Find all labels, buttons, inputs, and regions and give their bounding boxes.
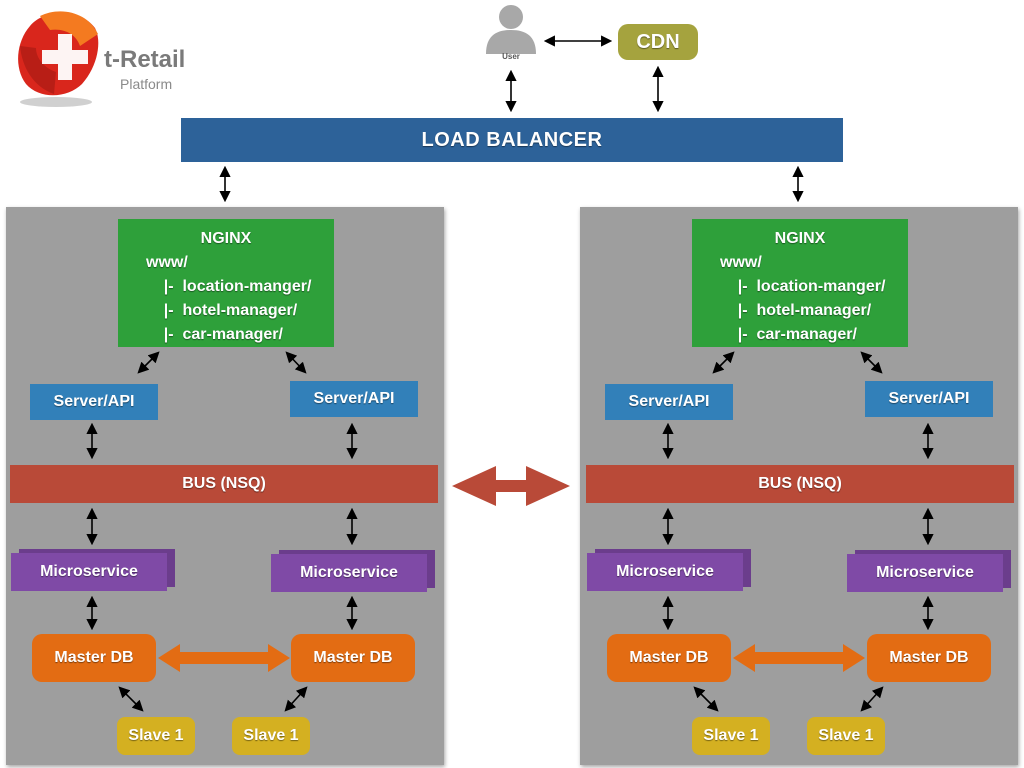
microservice-box: Microservice <box>11 553 167 591</box>
microservice-box: Microservice <box>271 554 427 592</box>
arrow-nginx-api <box>285 351 307 374</box>
master-db: Master DB <box>867 634 991 682</box>
arrow-nginx-api <box>137 351 160 374</box>
nginx-line: www/ <box>146 254 188 271</box>
logo: t-Retail Platform <box>8 6 198 110</box>
nginx-line: |- location-manger/ <box>720 278 886 295</box>
arrow-master-slave <box>118 686 144 712</box>
master-db: Master DB <box>607 634 731 682</box>
nginx-line: |- car-manager/ <box>146 326 283 343</box>
server-api-box: Server/API <box>290 381 418 417</box>
nginx-line: |- hotel-manager/ <box>146 302 298 319</box>
arrow-master-slave <box>693 686 719 712</box>
nginx-title: NGINX <box>774 230 826 247</box>
cdn-box: CDN <box>618 24 698 60</box>
master-replication-arrow-right <box>733 644 865 672</box>
nginx-box-right: NGINX www/ |- location-manger/ |- hotel-… <box>692 219 908 347</box>
arrow-nginx-api <box>712 351 735 374</box>
server-api-box: Server/API <box>30 384 158 420</box>
slave-db: Slave 1 <box>807 717 885 755</box>
master-replication-arrow-left <box>158 644 290 672</box>
microservice-box: Microservice <box>847 554 1003 592</box>
master-db: Master DB <box>32 634 156 682</box>
arrow-master-slave <box>284 686 308 712</box>
nginx-box-left: NGINX www/ |- location-manger/ |- hotel-… <box>118 219 334 347</box>
load-balancer: LOAD BALANCER <box>181 118 843 162</box>
slave-db: Slave 1 <box>232 717 310 755</box>
nginx-line: |- hotel-manager/ <box>720 302 872 319</box>
bus-nsq: BUS (NSQ) <box>10 465 438 503</box>
nginx-line: |- car-manager/ <box>720 326 857 343</box>
server-api-box: Server/API <box>865 381 993 417</box>
microservice-box: Microservice <box>587 553 743 591</box>
cluster-sync-arrow <box>452 466 570 506</box>
server-api-box: Server/API <box>605 384 733 420</box>
slave-db: Slave 1 <box>117 717 195 755</box>
user-icon <box>486 5 536 54</box>
logo-subtitle: Platform <box>120 76 173 92</box>
nginx-title: NGINX <box>200 230 252 247</box>
logo-mark-icon <box>18 11 99 107</box>
nginx-line: |- location-manger/ <box>146 278 312 295</box>
master-db: Master DB <box>291 634 415 682</box>
bus-nsq: BUS (NSQ) <box>586 465 1014 503</box>
slave-db: Slave 1 <box>692 717 770 755</box>
logo-text: t-Retail <box>104 46 186 73</box>
arrow-master-slave <box>860 686 884 712</box>
nginx-line: www/ <box>720 254 762 271</box>
user-label: User <box>502 52 520 61</box>
user-node: User <box>484 2 538 64</box>
arrow-nginx-api <box>860 351 883 374</box>
